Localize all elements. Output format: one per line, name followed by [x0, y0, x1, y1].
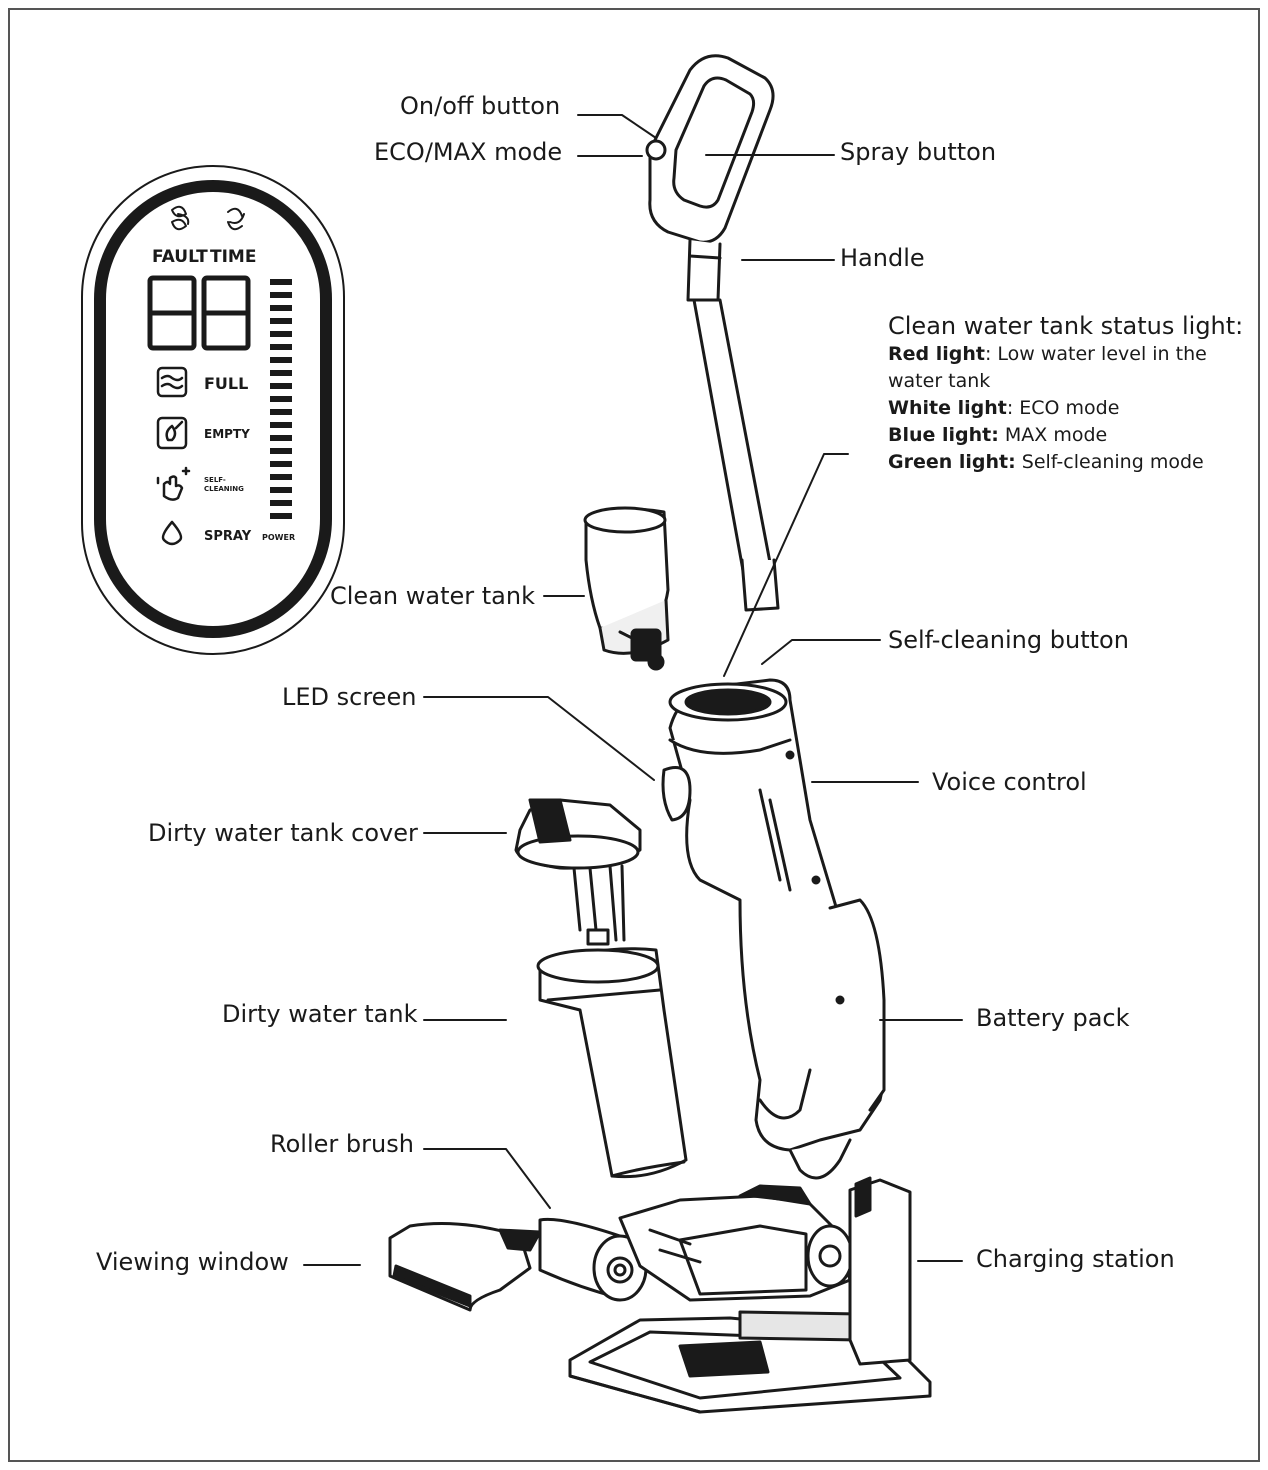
label-self-cleaning-button: Self-cleaning button [888, 626, 1129, 654]
led-power: POWER [262, 533, 295, 542]
label-voice-control: Voice control [932, 768, 1087, 796]
label-on-off-button: On/off button [400, 92, 561, 120]
handle-assembly [645, 54, 780, 612]
status-blue-text: MAX mode [998, 424, 1108, 446]
dirty-water-tank [536, 947, 688, 1179]
water-drop-icon [161, 520, 183, 546]
status-white-key: White light [888, 397, 1007, 419]
led-fault: FAULT [152, 247, 208, 267]
label-handle: Handle [840, 244, 925, 272]
status-light-legend: Clean water tank status light: Red light… [888, 312, 1248, 476]
floor-head [618, 1184, 854, 1302]
status-white: White light: ECO mode [888, 395, 1248, 422]
led-panel: FAULT TIME [81, 165, 345, 655]
led-empty: EMPTY [204, 427, 250, 441]
led-spray: SPRAY [204, 529, 252, 544]
clean-water-tank [583, 506, 670, 671]
label-charging-station: Charging station [976, 1245, 1175, 1273]
led-self-1: SELF- [204, 476, 226, 484]
water-full-icon [156, 366, 188, 398]
led-self-2: CLEANING [204, 485, 244, 493]
led-time: TIME [210, 247, 256, 267]
water-empty-icon [156, 416, 188, 450]
status-green: Green light: Self-cleaning mode [888, 449, 1248, 476]
status-blue: Blue light: MAX mode [888, 422, 1248, 449]
status-light-heading: Clean water tank status light: [888, 312, 1244, 340]
charging-station [568, 1176, 932, 1414]
status-white-text: : ECO mode [1006, 397, 1120, 419]
leader-lines [303, 114, 963, 1266]
label-dirty-water-tank-cover: Dirty water tank cover [148, 819, 418, 847]
label-viewing-window: Viewing window [96, 1248, 289, 1276]
fan-icon [171, 205, 245, 231]
status-red: Red light: Low water level in the water … [888, 341, 1248, 395]
status-blue-key: Blue light: [888, 424, 999, 446]
label-dirty-water-tank: Dirty water tank [222, 1000, 418, 1028]
label-led-screen: LED screen [282, 683, 417, 711]
power-bars [270, 279, 292, 519]
diagram-frame [8, 8, 1260, 1462]
status-green-key: Green light: [888, 451, 1016, 473]
led-full: FULL [204, 374, 248, 393]
label-roller-brush: Roller brush [270, 1130, 414, 1158]
dirty-water-tank-cover [514, 798, 642, 946]
label-spray-button: Spray button [840, 138, 997, 166]
status-red-text: : Low water level in the water tank [888, 343, 1207, 392]
label-battery-pack: Battery pack [976, 1004, 1130, 1032]
main-body [661, 678, 886, 1180]
led-digits [147, 275, 251, 351]
label-clean-water-tank: Clean water tank [330, 582, 535, 610]
status-red-key: Red light [888, 343, 985, 365]
self-clean-hand-icon [156, 466, 191, 501]
roller-brush [388, 1217, 648, 1312]
label-eco-max-mode: ECO/MAX mode [374, 138, 563, 166]
status-green-text: Self-cleaning mode [1015, 451, 1204, 473]
